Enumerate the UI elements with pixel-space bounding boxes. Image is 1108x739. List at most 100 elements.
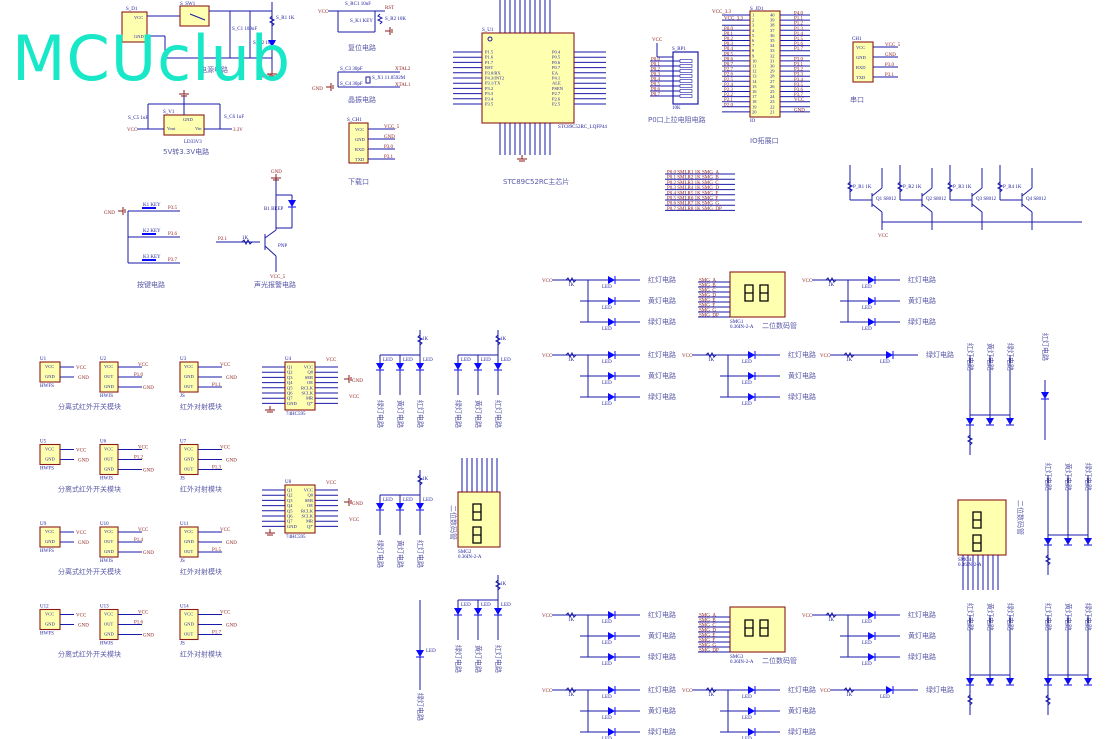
part-label: LED — [602, 402, 612, 407]
part-label: LED — [602, 620, 612, 625]
net-label: SMG_D — [699, 294, 716, 299]
net-label: P3.1 — [885, 73, 895, 78]
part-label: 10K — [672, 106, 681, 111]
ref-label: 1K — [828, 618, 835, 623]
component-body — [957, 499, 1007, 556]
resistor-icon — [565, 611, 577, 619]
net-label: SMG_DP — [699, 314, 719, 319]
component-body — [284, 361, 316, 411]
led-icon — [608, 632, 615, 640]
pin-label: 7 — [752, 43, 755, 48]
section-caption: 黄灯电路 — [1064, 603, 1073, 631]
net-label: GND — [885, 53, 896, 58]
vcc-net: VCC — [138, 528, 149, 533]
digit-icon — [972, 511, 982, 529]
gnd-net: GND — [226, 376, 237, 381]
pin-label: SCLK — [301, 514, 313, 519]
pin-label: 36 — [770, 33, 775, 38]
resistor-icon — [241, 238, 253, 246]
section-caption: STC89C52RC主芯片 — [503, 177, 569, 186]
pin-label: OUT — [184, 467, 193, 472]
resistor-icon — [705, 686, 717, 694]
pin-label: 10 — [752, 58, 757, 63]
pin-label: VCC — [304, 488, 313, 493]
part-label: LED — [742, 695, 752, 700]
pin-label: GND — [104, 549, 114, 554]
net-label: SMG_E — [699, 299, 715, 304]
net-label: P0.0 — [724, 27, 734, 32]
ref-label: P_R3 1K — [953, 185, 972, 190]
net-label: GND — [794, 108, 805, 113]
pin-label: Q5 — [287, 508, 293, 513]
part-label: LED — [383, 358, 393, 363]
section-caption: 红灯电路 — [966, 603, 975, 631]
ref-label: 1K — [568, 358, 575, 363]
part-label: LED — [602, 360, 612, 365]
ref-label: 1K — [422, 477, 429, 482]
gnd-net: GND — [226, 459, 237, 464]
net-label: P1.0 — [134, 373, 144, 378]
digit-icon — [472, 526, 482, 544]
net-label: P3.5 — [168, 206, 178, 211]
pin-label: 23 — [770, 99, 775, 104]
ref-label: K3 KEY — [143, 255, 161, 260]
led-icon — [376, 363, 384, 370]
pin-label: 12 — [752, 69, 757, 74]
pin-label: Q1 — [287, 488, 293, 493]
component-body — [749, 10, 781, 118]
pin-label: Q3 — [287, 375, 293, 380]
section-caption: 黄灯电路 — [648, 706, 676, 715]
pin-label: VCC — [45, 364, 54, 369]
section-caption: 二位数码管 — [449, 505, 458, 540]
ref-label: Q1 S8012 — [876, 197, 897, 202]
wire — [189, 13, 206, 21]
pin-label: 40 — [770, 13, 775, 18]
vcc-net: VCC — [318, 10, 329, 15]
vcc-net: VCC — [326, 358, 337, 363]
section-caption: 绿灯电路 — [376, 400, 385, 428]
vcc-net: VCC — [326, 481, 337, 486]
led-icon — [748, 372, 755, 380]
ref-label: U7 — [180, 440, 187, 445]
pin-label: 9 — [752, 53, 755, 58]
pin-label: Q7 — [287, 396, 293, 401]
section-caption: 红灯电路 — [1044, 603, 1053, 631]
led-icon — [868, 276, 875, 284]
pin-label: VCC — [184, 364, 193, 369]
pin-label: SCLK — [301, 391, 313, 396]
mcuclub-watermark: MCUclub — [12, 22, 292, 95]
section-caption: 黄灯电路 — [788, 371, 816, 380]
pin-label: Q3 — [287, 498, 293, 503]
ref-label: S_RC1 10uF — [345, 2, 371, 7]
pin-label: 16 — [752, 89, 757, 94]
pin-label: Q7 — [287, 519, 293, 524]
section-caption: 声光报警电路 — [254, 280, 296, 289]
crystal-icon — [365, 76, 371, 84]
vcc-net: VCC — [542, 354, 553, 359]
vcc-net: VCC — [76, 614, 87, 619]
pin-label: VCC — [104, 447, 113, 452]
digit-icon — [759, 619, 769, 637]
pin-label: Q7' — [307, 524, 313, 529]
section-caption: 红灯电路 — [908, 275, 936, 284]
ref-label: S_R1 1K — [276, 16, 295, 21]
pin-label: OUT — [104, 622, 113, 627]
ref-label: U11 — [180, 522, 189, 527]
net-label: VCC — [794, 98, 805, 103]
ref-label: 1K — [242, 236, 249, 241]
ref-label: S_C3 30pF — [340, 67, 363, 72]
section-caption: 绿灯电路 — [926, 350, 954, 359]
section-caption: 绿灯电路 — [1084, 463, 1093, 491]
part-label: LED — [602, 641, 612, 646]
net-label: P3.3 — [794, 73, 804, 78]
wire — [971, 203, 983, 213]
pin-label: 13 — [752, 74, 757, 79]
pin-label: VCC — [45, 447, 54, 452]
digit-icon — [472, 503, 482, 521]
net-label: P2.5 — [724, 78, 734, 83]
led-icon — [288, 200, 296, 207]
pin-label: P2.5 — [552, 102, 561, 107]
pin-label: Q6 — [287, 391, 293, 396]
ref-label: S_RP1 — [672, 47, 686, 52]
pin-label: RST — [485, 65, 494, 70]
